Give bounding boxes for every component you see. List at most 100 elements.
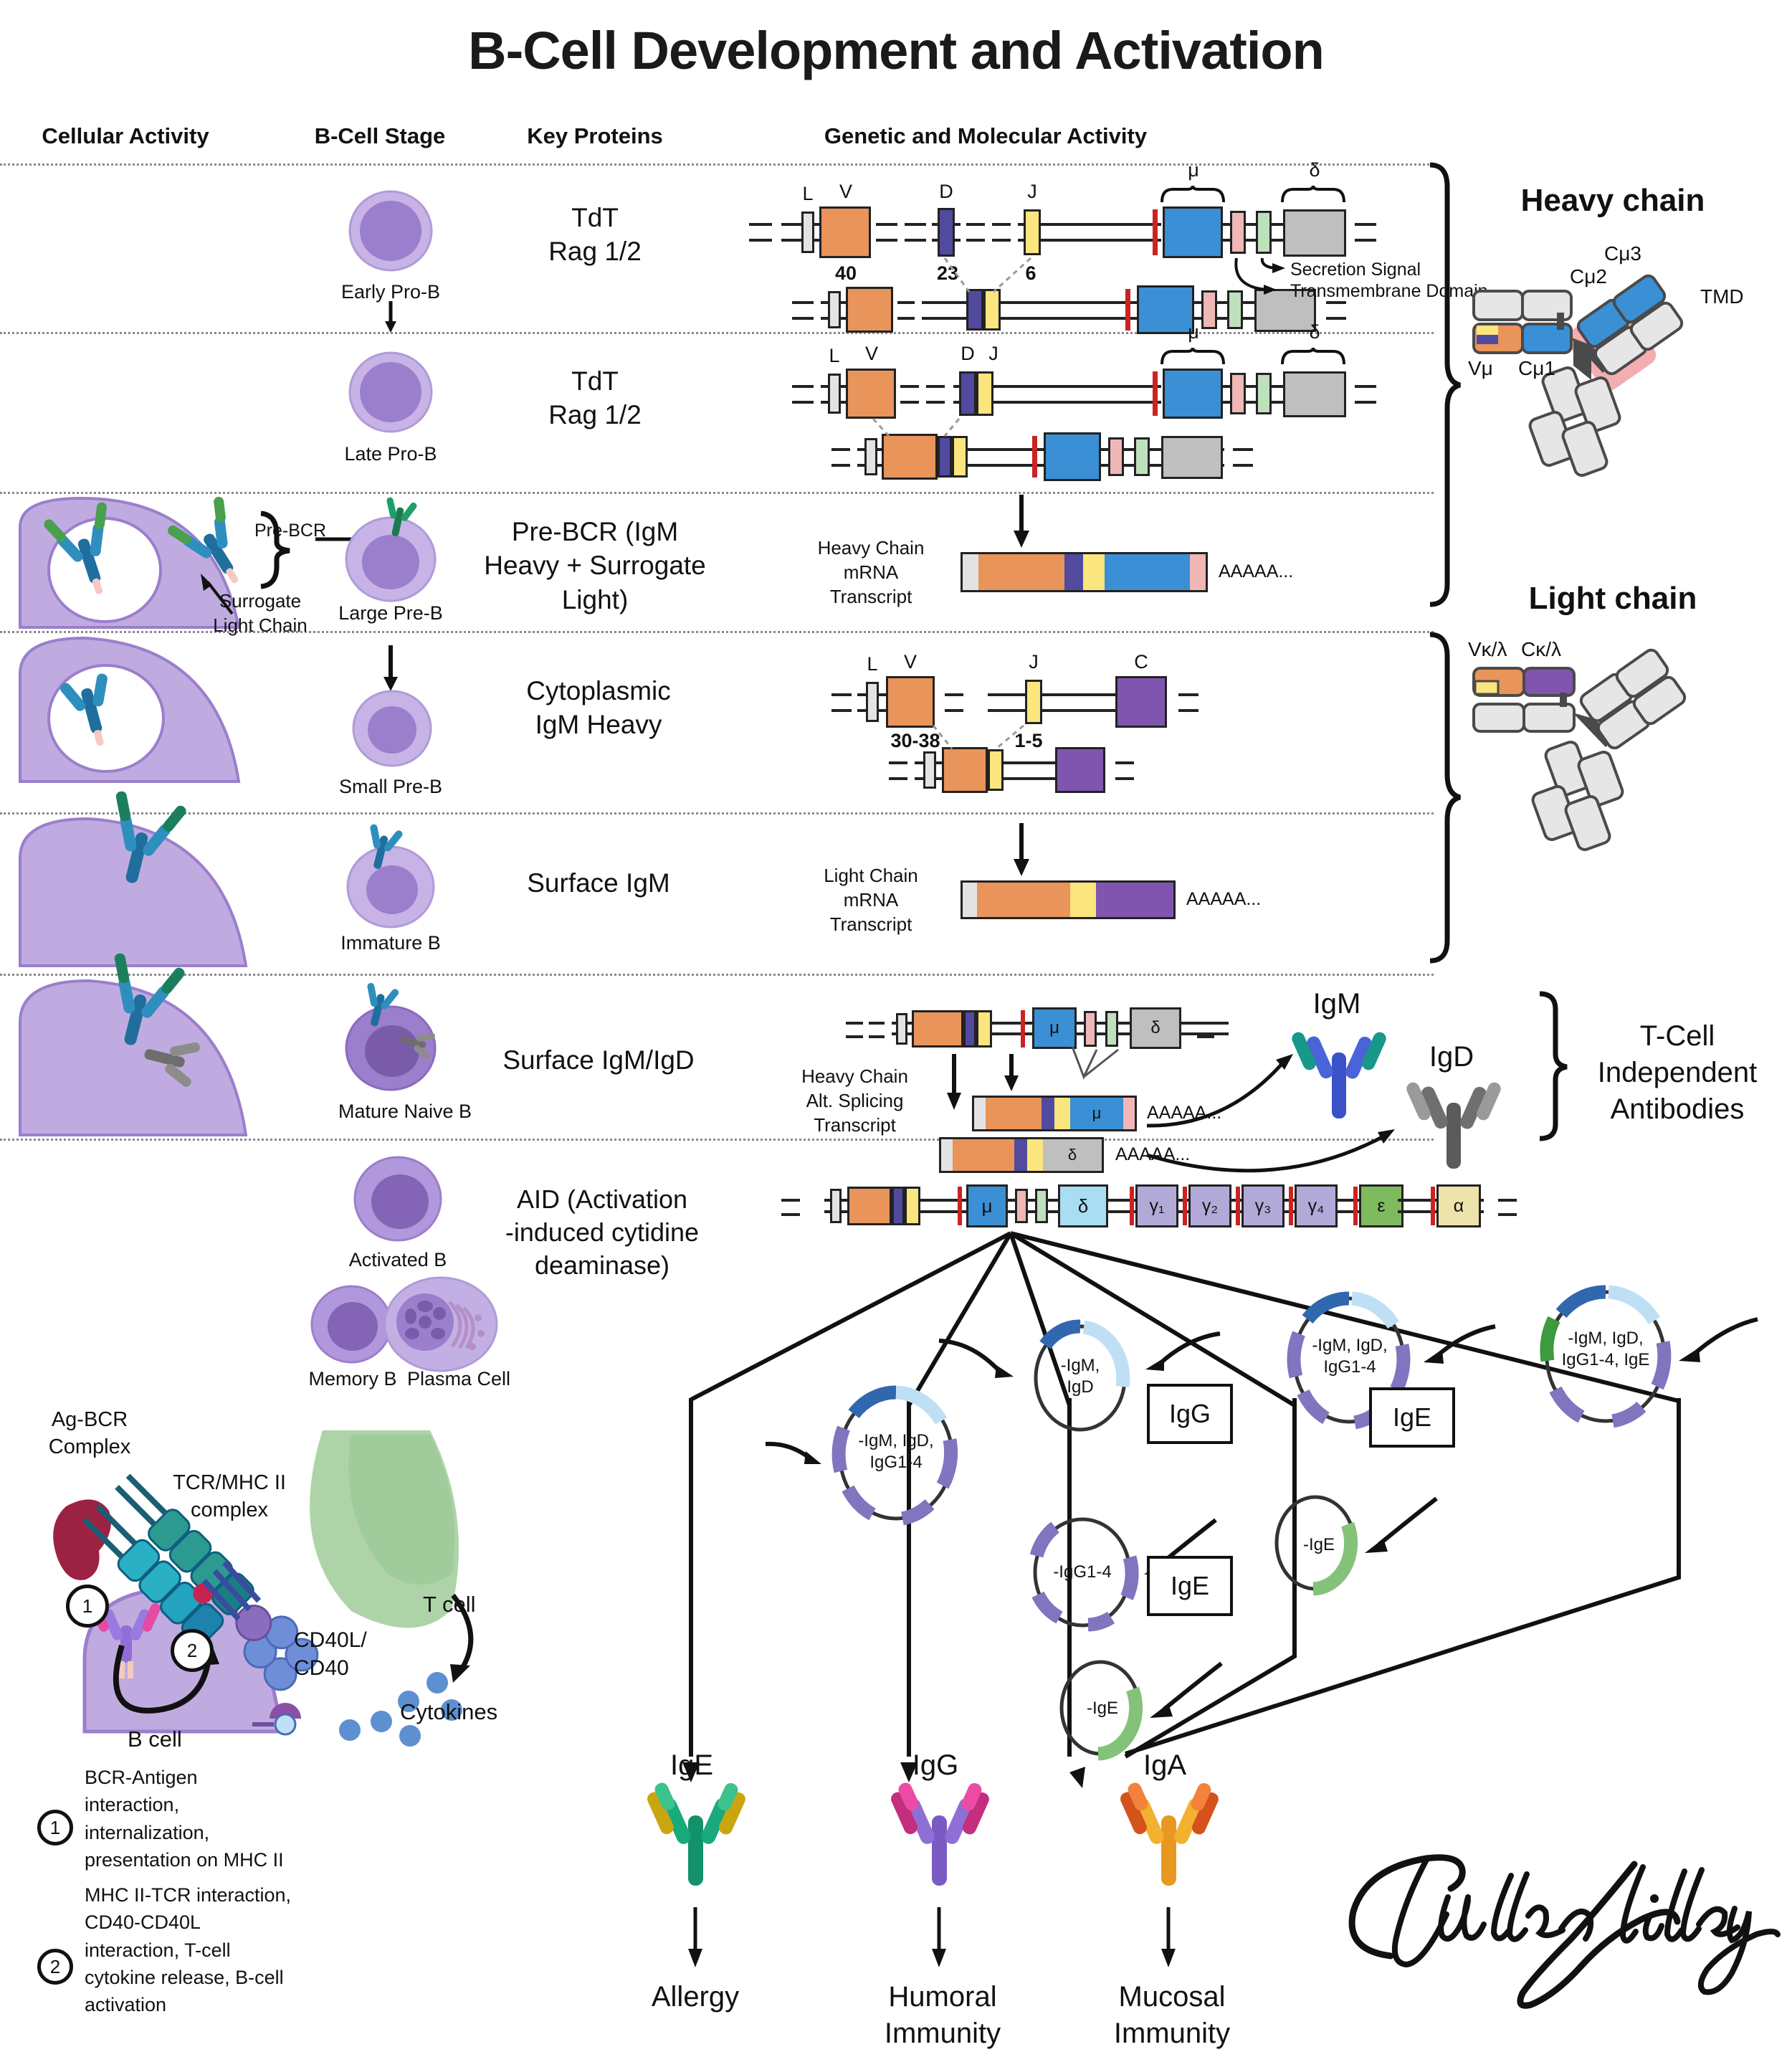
- stage-label-plasma-cell: Plasma Cell: [406, 1368, 511, 1390]
- light-chain-diagram: [1472, 648, 1687, 851]
- prebcr-brace: [260, 510, 290, 589]
- dna-dash-r2h: [1355, 401, 1376, 404]
- constant-label-mu-r1: μ: [1188, 159, 1199, 181]
- product-label-igm: IgM: [1312, 988, 1361, 1020]
- transcript-label-alt-splicing: Heavy Chain Alt. Splicing Transcript: [778, 1065, 932, 1137]
- key-proteins-row-1: TdT Rag 1/2: [495, 201, 695, 269]
- dna-dash-r1c: [876, 223, 897, 226]
- column-header-key-proteins: Key Proteins: [527, 123, 663, 148]
- arrow-to-excision-1: [765, 1441, 821, 1464]
- dna-dash-r6d: [869, 1035, 885, 1038]
- switch-red-g1: [1130, 1187, 1134, 1225]
- alt-splicing-line1: Heavy Chain: [801, 1065, 908, 1087]
- segment-gamma1-csl: γ₁: [1135, 1184, 1178, 1227]
- mrna-L-r5: [963, 883, 977, 917]
- segment-D-csl: [892, 1187, 905, 1225]
- dna-dash-r1p: [897, 317, 915, 320]
- dna-strand-r1-3: [1018, 223, 1161, 242]
- legend-2-line5: activation: [85, 1994, 167, 2016]
- dna-dash-r1r: [1326, 317, 1346, 320]
- mrna-mu-V: [986, 1098, 1042, 1129]
- switch-box-ige-2[interactable]: IgE: [1369, 1387, 1455, 1448]
- segment-epsilon-csl: ε: [1359, 1184, 1403, 1227]
- mrna-mu-C: μ: [1070, 1098, 1123, 1129]
- switch-region-r2r: [1032, 436, 1037, 478]
- mrna-delta-D: [1014, 1139, 1027, 1171]
- segment-mu-csl: μ: [966, 1184, 1008, 1227]
- dna-dash-csl-c: [1498, 1199, 1517, 1202]
- mrna-transcript-heavy: [961, 552, 1208, 592]
- segment-L-r4: [866, 682, 879, 722]
- segment-L-r6: [896, 1013, 907, 1045]
- arrow-to-excision-7: [1679, 1317, 1758, 1362]
- stage-label-mature-naive-b: Mature Naive B: [338, 1101, 472, 1122]
- segment-J-r6: [976, 1010, 992, 1048]
- heavy-chain-bracket: [1429, 162, 1462, 607]
- column-header-genetic-molecular: Genetic and Molecular Activity: [824, 123, 1148, 148]
- csl-glyph-delta: δ: [1077, 1194, 1089, 1217]
- mu-glyph-r6: μ: [1049, 1018, 1059, 1037]
- segment-mu-r2r: [1044, 432, 1101, 481]
- step-marker-1-diagram: 1: [66, 1585, 109, 1628]
- segment-gamma2-csl: γ₂: [1188, 1184, 1231, 1227]
- dna-dash-r2d: [900, 401, 919, 404]
- humoral-line2: Immunity: [884, 2018, 1001, 2050]
- dna-dash-r1a: [749, 223, 772, 226]
- mrna-mu-tmd: [1123, 1098, 1135, 1129]
- dna-dash-r6e: [1197, 1022, 1214, 1025]
- key-proteins-row-5: Surface IgM: [495, 866, 702, 900]
- excision-circle-2: [1034, 1319, 1130, 1432]
- antibody-igd: [1406, 1082, 1501, 1169]
- dna-dash-r1k: [1355, 223, 1376, 226]
- mrna-D-r3: [1064, 554, 1083, 590]
- segment-label-V-r4: V: [903, 651, 917, 673]
- polyA-tail-r5: AAAAA...: [1186, 889, 1262, 909]
- label-c-mu-2: Cμ2: [1570, 265, 1607, 288]
- dna-dash-r4d: [945, 709, 963, 712]
- dna-dash-r4g: [889, 761, 907, 764]
- segment-D-r1: [938, 208, 955, 257]
- key-protein-tdt-2: TdT: [571, 366, 619, 396]
- segment-J-r4r: [988, 749, 1004, 791]
- excision-5-line1: -IgE: [1086, 1699, 1118, 1718]
- label-pre-bcr: Pre-BCR: [254, 521, 327, 541]
- switch-red-g4: [1289, 1187, 1293, 1225]
- excision-label-7: -IgM, IgD, IgG1-4, IgE: [1534, 1328, 1677, 1371]
- segment-secretion-csl: [1035, 1189, 1048, 1223]
- dna-dash-r2l: [1233, 464, 1253, 467]
- mucosal-line1: Mucosal: [1118, 1981, 1226, 2013]
- dna-dash-r4a: [831, 693, 852, 696]
- segment-gamma4-csl: γ₄: [1295, 1184, 1338, 1227]
- light-transcript-line1: Light Chain: [824, 865, 918, 886]
- excision-label-5: -IgE: [1031, 1698, 1174, 1719]
- dna-dash-r2j: [831, 464, 850, 467]
- switch-box-igg-1[interactable]: IgG: [1147, 1384, 1233, 1444]
- mrna-V-r3: [978, 554, 1064, 590]
- segment-L-r1: [801, 212, 814, 253]
- arrow-to-igm: [1146, 1054, 1293, 1128]
- annotation-arrows-r1: [1234, 257, 1285, 295]
- dna-dash-r1h: [966, 239, 985, 242]
- segment-mu-r1r: [1137, 285, 1194, 334]
- dna-dash-r1i: [992, 223, 1011, 226]
- polyA-tail-mu: AAAAA...: [1147, 1103, 1222, 1123]
- mucosal-line2: Immunity: [1113, 2018, 1231, 2050]
- light-chain-title: Light chain: [1528, 581, 1697, 616]
- segment-gamma3-csl: γ₃: [1241, 1184, 1285, 1227]
- outcome-label-ige: IgE: [669, 1749, 714, 1781]
- mrna-tmd-r3: [1190, 554, 1206, 590]
- segment-tmd-csl: [1015, 1189, 1028, 1223]
- dna-dash-r4h: [889, 777, 907, 780]
- excision-label-4: -IgE: [1247, 1534, 1391, 1556]
- light-chain-bracket: [1429, 632, 1462, 964]
- activation-panel-graphic: [53, 1430, 474, 1747]
- cell-activated-b: [353, 1156, 442, 1242]
- antibody-iga: [1120, 1782, 1219, 1886]
- switch-box-ige-1[interactable]: IgE: [1147, 1556, 1233, 1616]
- segment-L-r4r: [923, 751, 936, 789]
- mrna-V-r5: [977, 883, 1070, 917]
- dna-dash-r4e: [1178, 693, 1198, 696]
- dna-dash-r4c: [945, 693, 963, 696]
- segment-count-V-r4: 30-38: [890, 730, 940, 751]
- segment-tmd-r6: [1084, 1011, 1097, 1047]
